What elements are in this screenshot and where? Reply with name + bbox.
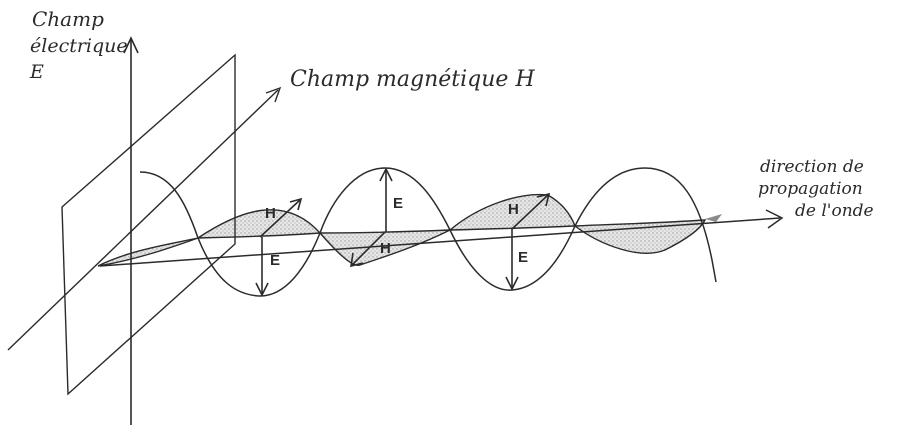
e-vector-2-head	[379, 167, 393, 182]
vector-label-e-2: E	[393, 195, 403, 212]
transverse-plane	[61, 53, 236, 396]
e-vector-1-head	[255, 282, 269, 297]
efield-label-symbol: E	[29, 61, 44, 83]
propagation-label-line1: direction de	[760, 157, 864, 177]
efield-label-line1: Champ	[32, 7, 104, 31]
h-wave-lobe-4	[448, 193, 576, 231]
vector-label-e-1: E	[270, 252, 280, 269]
electric-field-wave	[139, 167, 717, 297]
axes	[7, 36, 784, 425]
h-vector-3	[511, 194, 549, 230]
annotations: Champ électrique E Champ magnétique H di…	[29, 7, 874, 221]
h-vector-1	[259, 199, 301, 238]
h-wave-lobe-5	[573, 219, 707, 254]
propagation-label-line2: propagation	[758, 179, 863, 199]
h-wave-tail-smudge	[705, 214, 722, 222]
e-axis-arrowhead	[123, 36, 139, 54]
vector-label-e-3: E	[518, 249, 528, 266]
h-vector-2-head	[350, 252, 364, 268]
propagation-axis	[99, 217, 781, 267]
h-vector-3-head	[536, 192, 551, 207]
vector-label-h-2: H	[380, 240, 391, 257]
vector-label-h-3: H	[508, 201, 519, 218]
vector-labels: H E E H H E	[265, 195, 528, 269]
h-wave-lobe-1	[97, 237, 199, 267]
magnetic-field-wave	[97, 193, 722, 267]
h-wave-lobe-2	[195, 209, 322, 239]
propagation-label-line3: de l'onde	[795, 201, 874, 221]
h-vector-1-head	[289, 197, 303, 211]
efield-label-line2: électrique	[30, 35, 128, 57]
vector-label-h-1: H	[265, 205, 276, 222]
h-vector-2	[351, 231, 386, 266]
h-axis	[7, 89, 279, 351]
hfield-label: Champ magnétique H	[290, 67, 535, 92]
propagation-arrowhead	[765, 209, 784, 229]
h-axis-arrowhead	[265, 86, 282, 103]
e-vector-3-head	[505, 276, 519, 291]
field-vectors	[255, 167, 551, 297]
